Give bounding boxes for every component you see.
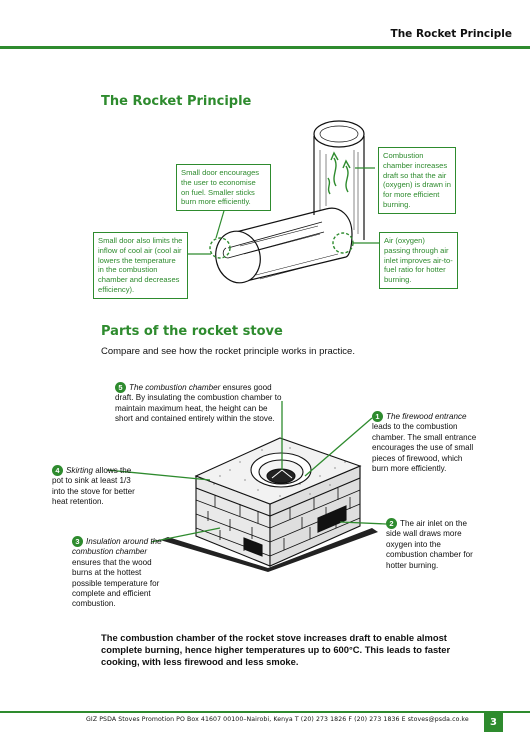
part-number-badge: 5 [115,382,126,393]
part-number-badge: 3 [72,536,83,547]
part-term: The combustion chamber [129,383,221,392]
part-term: Skirting [66,466,93,475]
section-subtitle: Compare and see how the rocket principle… [101,346,355,357]
flame-arrows [327,151,351,195]
section-title-parts: Parts of the rocket stove [101,324,283,339]
stove-drawing [160,437,378,572]
summary-paragraph: The combustion chamber of the rocket sto… [101,632,451,668]
part-number-badge: 2 [386,518,397,529]
part-term: The firewood entrance [386,412,467,421]
part-number-badge: 1 [372,411,383,422]
top-rule [0,46,530,49]
section-title-rocket-principle: The Rocket Principle [101,94,252,109]
part-text: allows the pot to sink at least 1/3 into… [52,466,135,507]
part-number-badge: 4 [52,465,63,476]
part-text: ensures good draft. By insulating the co… [115,383,282,424]
page-number: 3 [484,713,503,732]
highlight-circles [209,232,354,259]
callout-small-door-economise: Small door encourages the user to econom… [176,164,271,212]
callout-small-door-cool-air: Small door also limits the inflow of coo… [93,232,188,299]
part-text: leads to the combustion chamber. The sma… [372,422,477,474]
part-text: ensures that the wood burns at the hotte… [72,557,160,609]
part-text: The air inlet on the side wall draws mor… [386,519,473,570]
running-title: The Rocket Principle [390,28,512,40]
bottom-rule [0,711,530,713]
callout-air-inlet: Air (oxygen) passing through air inlet i… [379,232,458,289]
footer-contact: GIZ PSDA Stoves Promotion PO Box 41607 0… [86,716,469,723]
part-term: Insulation around the combustion chamber [72,537,162,557]
callout-combustion-chamber-draft: Combustion chamber increases draft so th… [378,147,456,214]
